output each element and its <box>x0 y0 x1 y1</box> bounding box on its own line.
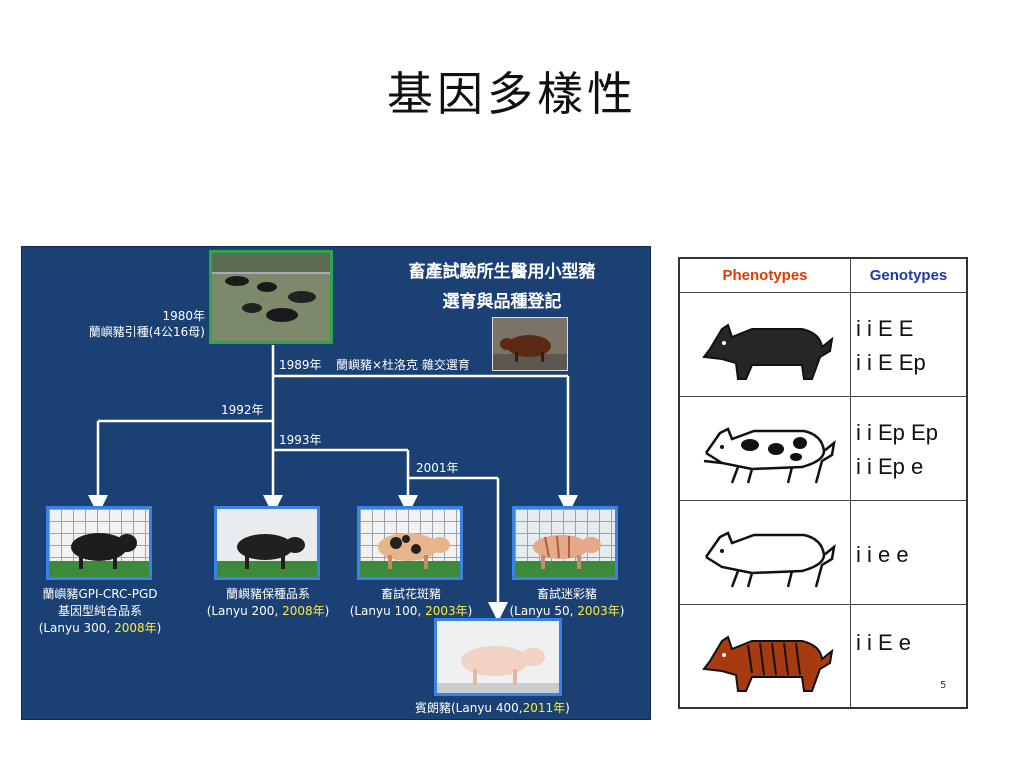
phenotypes-header: Phenotypes <box>722 267 808 284</box>
lanyu-100-close: ) <box>467 604 473 618</box>
lanyu-50-code-text: (Lanyu 50, <box>509 604 578 618</box>
genotype-row4: i i E e <box>856 630 912 655</box>
breeding-diagram-panel: 畜產試驗所生醫用小型豬 選育與品種登記 <box>21 246 651 720</box>
lanyu-100-code: (Lanyu 100, 2003年) <box>337 602 485 619</box>
genotype-row1-line2: i i E Ep <box>856 350 926 375</box>
lanyu-300-name-l1: 蘭嶼豬GPI-CRC-PGD <box>42 587 158 601</box>
branch-year-1993: 1993年 <box>279 433 322 447</box>
lanyu-400-year: 2011年 <box>522 701 566 715</box>
lanyu-200-year: 2008年 <box>282 604 325 618</box>
page-number: 5 <box>940 680 947 691</box>
lanyu-200-code: (Lanyu 200, 2008年) <box>194 602 342 619</box>
white-pig-icon <box>704 531 836 588</box>
branch-year-1992: 1992年 <box>221 403 264 417</box>
lanyu-50-code: (Lanyu 50, 2003年) <box>492 602 642 619</box>
red-striped-pig-icon <box>702 635 834 692</box>
lanyu-300-close: ) <box>156 621 162 635</box>
lanyu-400-close: ) <box>565 701 570 715</box>
genotype-row2-line2: i i Ep e <box>856 454 924 479</box>
genotype-row3: i i e e <box>856 542 909 567</box>
lanyu-200-code-text: (Lanyu 200, <box>206 604 283 618</box>
lanyu-50-photo <box>512 506 618 580</box>
origin-pigs-photo <box>209 250 333 344</box>
lanyu-400-name: 賓朗豬(Lanyu 400, <box>415 701 523 715</box>
lanyu-300-code-text: (Lanyu 300, <box>38 621 115 635</box>
lanyu-300-name-l2: 基因型純合品系 <box>57 604 142 618</box>
branch-year-2001: 2001年 <box>416 461 459 475</box>
lanyu-200-close: ) <box>324 604 330 618</box>
lanyu-100-name: 畜試花斑豬 <box>380 587 441 601</box>
diagram-title-line1: 畜產試驗所生醫用小型豬 <box>408 262 596 282</box>
lanyu-200-photo <box>214 506 320 580</box>
lanyu-100-year: 2003年 <box>425 604 468 618</box>
cross-label: 蘭嶼豬×杜洛克 雜交選育 <box>336 358 470 372</box>
lanyu-50-year: 2003年 <box>577 604 620 618</box>
lanyu-300-code: (Lanyu 300, 2008年) <box>26 619 174 636</box>
lanyu-50-name: 畜試迷彩豬 <box>536 587 597 601</box>
spotted-pig-icon <box>703 427 836 484</box>
origin-year: 1980年 <box>162 309 205 323</box>
lanyu-400-photo <box>434 618 562 696</box>
lanyu-300-year: 2008年 <box>114 621 157 635</box>
lanyu-400-label: 賓朗豬(Lanyu 400,2011年) <box>415 699 570 716</box>
origin-label: 蘭嶼豬引種(4公16母) <box>88 325 205 339</box>
lanyu-100-photo <box>357 506 463 580</box>
lineage-arrows <box>88 345 578 622</box>
genotype-row2-line1: i i Ep Ep <box>856 420 938 445</box>
phenotype-genotype-table: Phenotypes Genotypes i i E E i i E Ep i … <box>678 257 968 709</box>
black-pig-icon <box>702 323 834 380</box>
lanyu-50-close: ) <box>619 604 625 618</box>
duroc-pig-photo <box>492 317 568 371</box>
slide-title: 基因多樣性 <box>387 67 637 121</box>
diagram-title-line2: 選育與品種登記 <box>442 292 562 312</box>
genotypes-header: Genotypes <box>869 267 948 284</box>
cross-year: 1989年 <box>279 358 322 372</box>
lanyu-300-photo <box>46 506 152 580</box>
lanyu-200-name: 蘭嶼豬保種品系 <box>225 587 310 601</box>
lanyu-100-code-text: (Lanyu 100, <box>349 604 426 618</box>
genotype-row1-line1: i i E E <box>856 316 914 341</box>
